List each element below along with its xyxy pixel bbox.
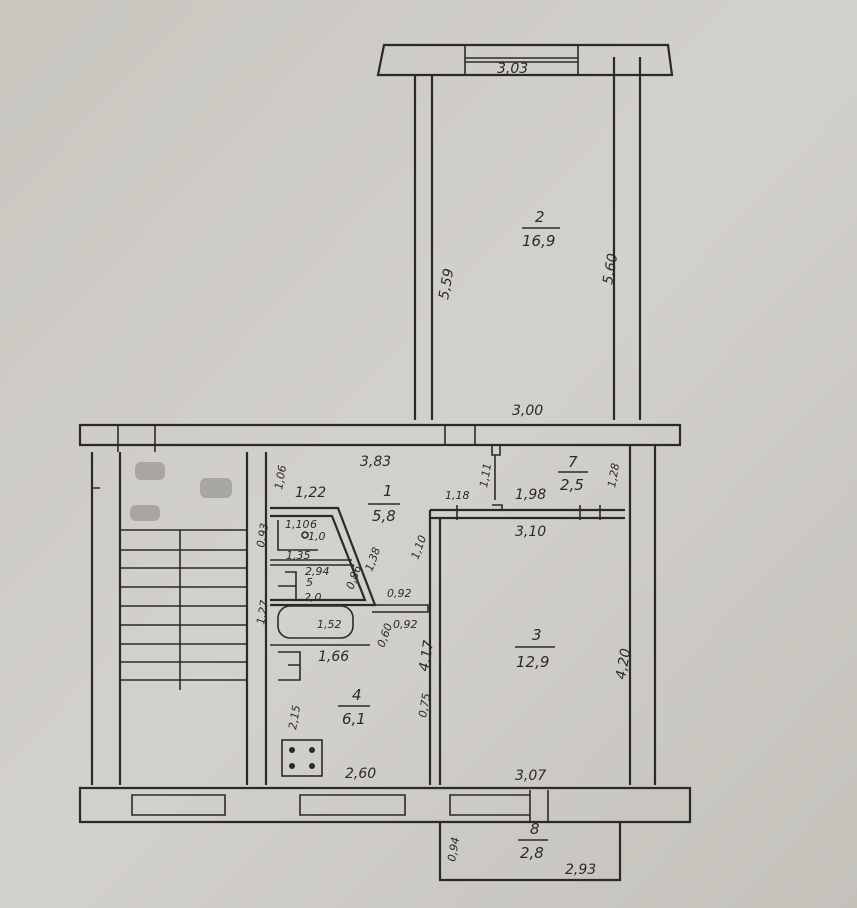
dim-room2-right: 5,60 bbox=[600, 252, 621, 286]
dim-bath-left-top: 0,93 bbox=[254, 522, 271, 548]
dim-balcony-bottom-depth: 0,94 bbox=[445, 836, 462, 862]
room-7-area: 2,5 bbox=[560, 476, 584, 494]
dim-balcony-top: 3,03 bbox=[497, 61, 528, 77]
room-3-number: 3 bbox=[532, 626, 542, 644]
room-8-number: 8 bbox=[530, 820, 540, 838]
dim-wc-bottom: 1,35 bbox=[286, 549, 311, 562]
dim-closet-side: 1,28 bbox=[605, 462, 622, 488]
dim-hall-mid: 1,98 bbox=[515, 487, 546, 503]
dim-bath-top: 2,94 bbox=[305, 565, 330, 578]
balcony-top bbox=[376, 43, 674, 77]
dim-room2-bottom: 3,00 bbox=[512, 403, 543, 419]
dim-door-opening: 1,11 bbox=[477, 462, 494, 488]
dim-wc-left: 1,06 bbox=[272, 464, 289, 490]
dim-bath-side: 0,92 bbox=[387, 587, 412, 600]
room-5-area: 2,0 bbox=[304, 591, 322, 604]
room-4-area: 6,1 bbox=[342, 710, 366, 728]
dim-kitchen-top: 1,66 bbox=[318, 649, 349, 665]
room-4-number: 4 bbox=[352, 686, 362, 704]
dim-room3-bottom: 3,07 bbox=[515, 768, 546, 784]
staircase bbox=[90, 452, 268, 785]
room-3-walls bbox=[428, 445, 657, 785]
room-1-number: 1 bbox=[383, 482, 393, 500]
room-6-area: 1,0 bbox=[308, 530, 326, 543]
dim-hall-left: 1,18 bbox=[445, 489, 470, 502]
room-7-number: 7 bbox=[568, 453, 578, 471]
dim-kitchen-left: 2,15 bbox=[286, 704, 303, 730]
dim-balcony-bottom-width: 2,93 bbox=[565, 862, 596, 878]
room-3-area: 12,9 bbox=[516, 653, 549, 671]
dim-room3-left: 4,17 bbox=[416, 639, 437, 673]
dim-hall-top: 3,83 bbox=[360, 454, 391, 470]
room-2-number: 2 bbox=[535, 208, 545, 226]
dim-room3-right: 4,20 bbox=[613, 647, 634, 681]
dim-bath-side2: 0,92 bbox=[393, 618, 418, 631]
room-5-number: 5 bbox=[306, 576, 313, 589]
room-1-area: 5,8 bbox=[372, 507, 396, 525]
balcony-bottom bbox=[438, 822, 622, 882]
room-6-number: 6 bbox=[310, 518, 317, 531]
room-labels: 2 16,9 1 5,8 7 2,5 3 12,9 4 6,1 5 2,0 6 … bbox=[304, 208, 588, 862]
dim-wc-inner: 1,10 bbox=[285, 518, 310, 531]
dim-wc-top: 1,22 bbox=[295, 485, 326, 501]
middle-wall bbox=[78, 423, 682, 452]
dim-room2-left: 5,59 bbox=[436, 267, 457, 301]
bottom-wall bbox=[78, 786, 692, 824]
room-8-area: 2,8 bbox=[520, 844, 544, 862]
dim-left-mid: 1,27 bbox=[254, 599, 271, 625]
dim-kitchen-right: 0,75 bbox=[416, 692, 433, 718]
room-2-walls bbox=[413, 57, 642, 420]
dim-bath-tub: 1,52 bbox=[317, 618, 342, 631]
bathroom-block bbox=[270, 506, 429, 681]
room-2-area: 16,9 bbox=[522, 232, 555, 250]
dim-room3-top: 3,10 bbox=[515, 524, 546, 540]
stove-icon bbox=[281, 739, 323, 777]
dim-kitchen-bottom: 2,60 bbox=[345, 766, 376, 782]
